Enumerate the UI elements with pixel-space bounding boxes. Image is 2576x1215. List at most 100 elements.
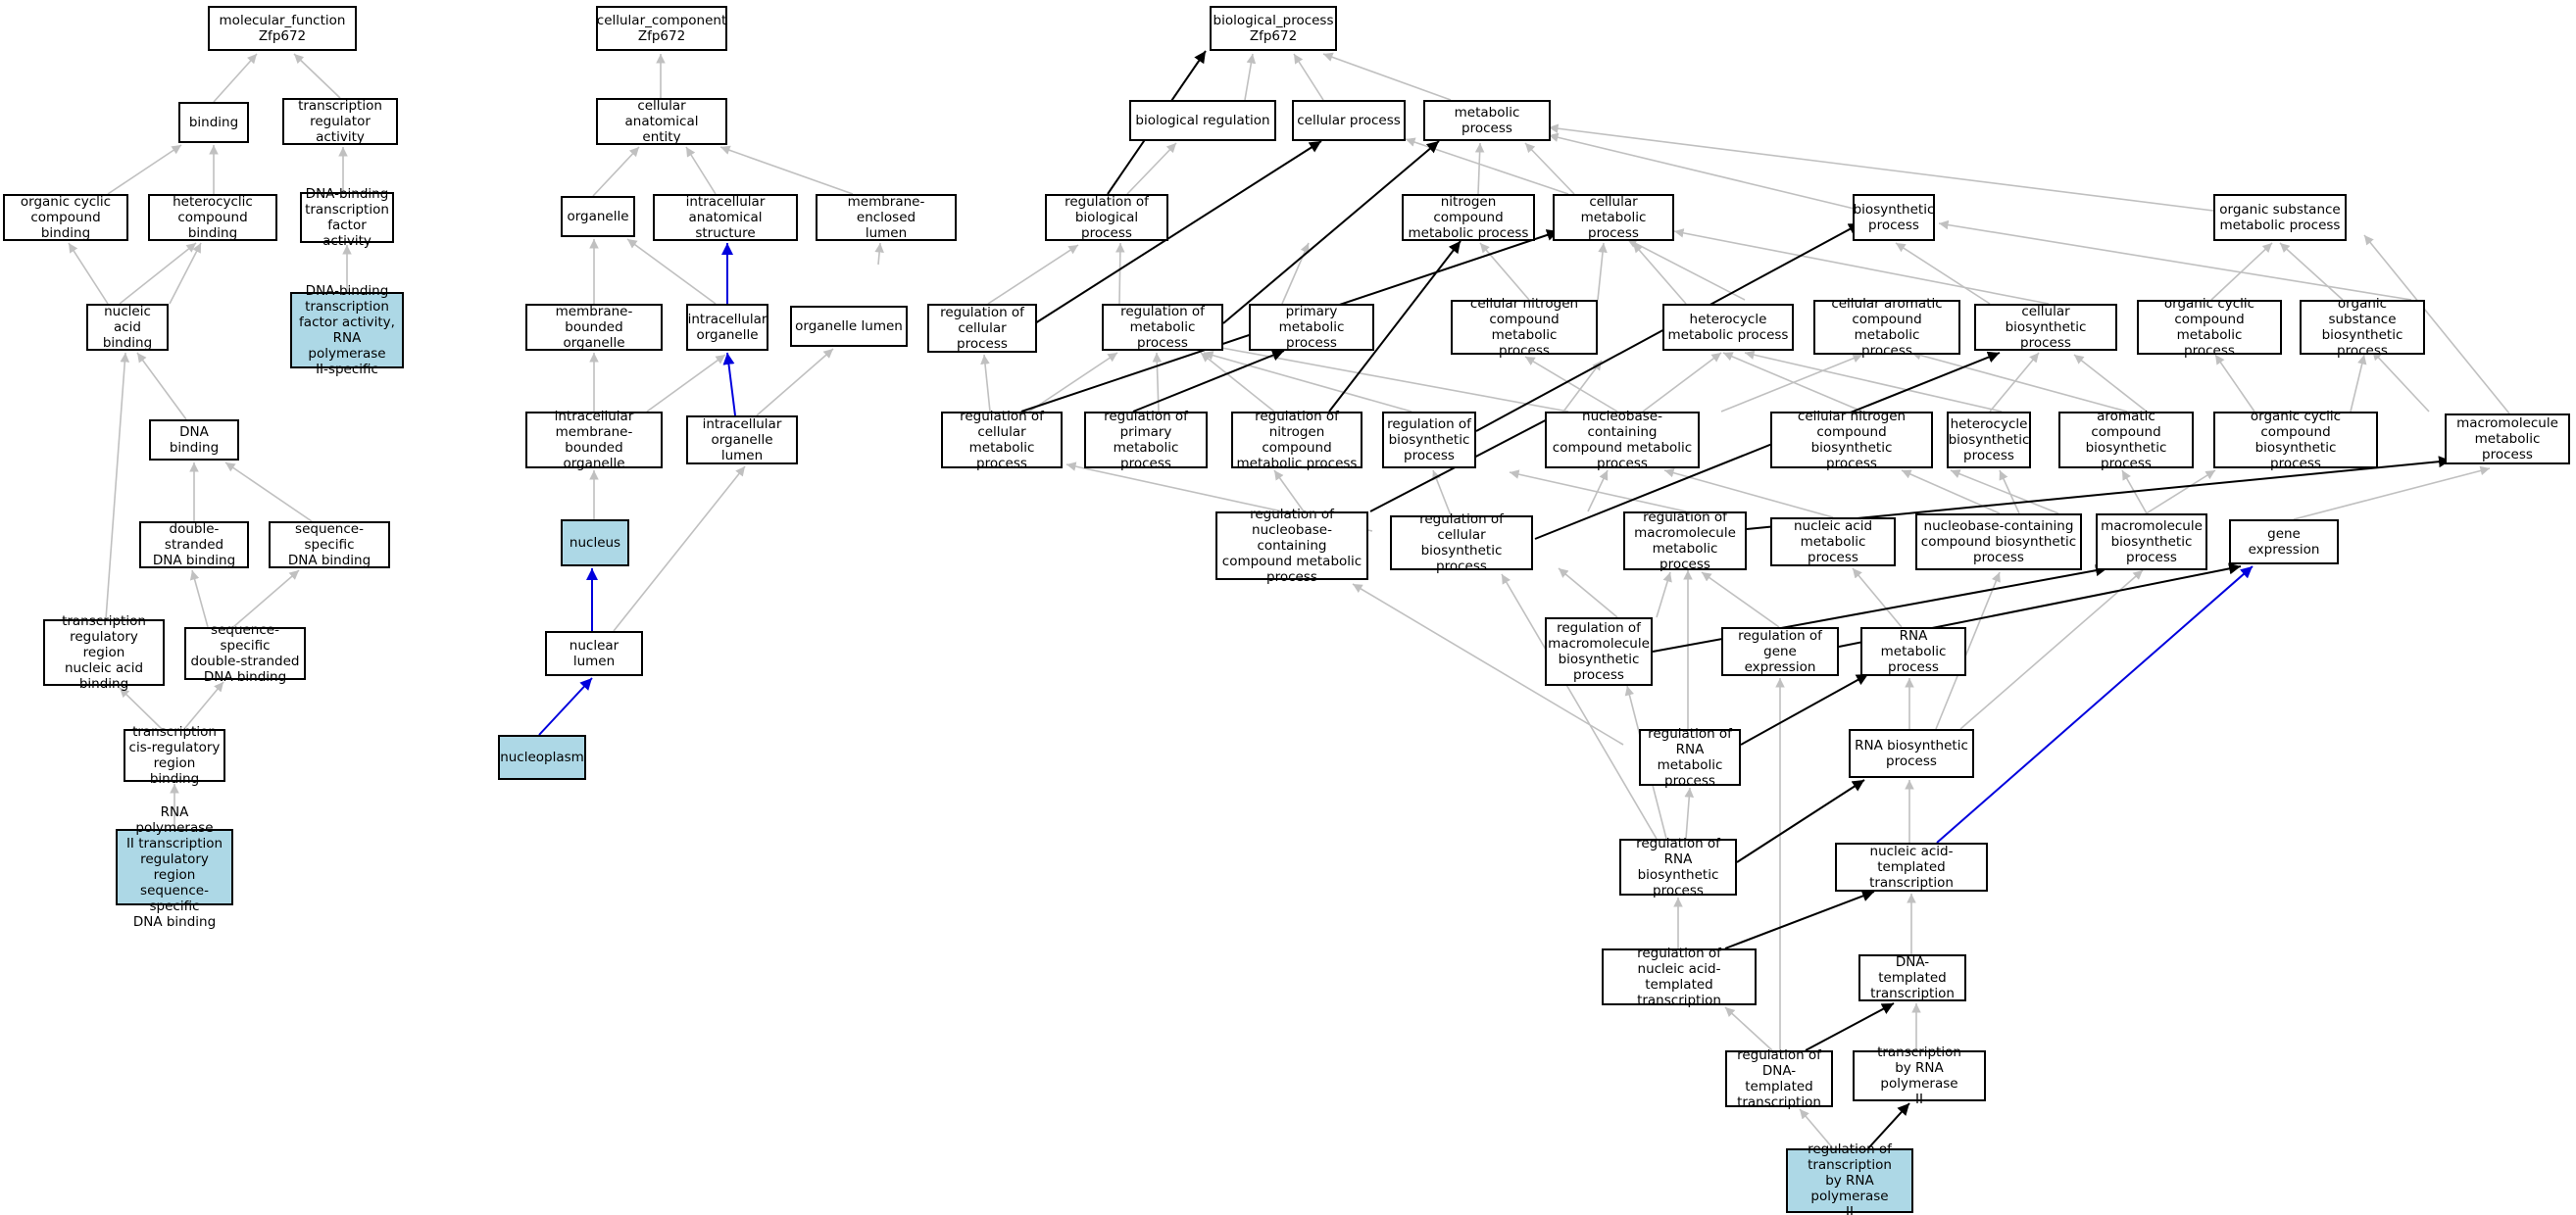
node-cellular-anatomical-entity: cellular anatomical entity [596,98,727,145]
node-biosynthetic-process: biosynthetic process [1853,194,1935,241]
node-regulation-of-primary-metabolic-process: regulation of primary metabolic process [1084,409,1208,471]
node-intracellular-membrane-bounded-organelle: intracellular membrane-bounded organelle [525,409,663,471]
is-a-edge [987,244,1079,305]
node-regulation-of-macromolecule-metabolic-process: regulation of macromolecule metabolic pr… [1623,510,1747,572]
is-a-edge [1720,354,1863,413]
node-cellular-process: cellular process [1292,100,1406,141]
regulates-edge [1724,890,1875,949]
is-a-edge [1548,123,2214,212]
node-transcription-cis-regulatory-region-binding: transcription cis-regulatory region bind… [124,724,225,787]
node-ss-double-stranded-dna-binding: sequence-specific double-stranded DNA bi… [184,622,306,685]
node-transcription-by-rna-polymerase-ii: transcription by RNA polymerase II [1853,1045,1986,1107]
node-transcription-regulator-activity: transcription regulator activity [282,98,398,145]
node-aromatic-compound-biosynthetic-process: aromatic compound biosynthetic process [2058,409,2194,471]
is-a-edge [1852,567,1903,628]
node-regulation-of-cellular-biosynthetic-process: regulation of cellular biosynthetic proc… [1390,511,1533,574]
node-intracellular-organelle: intracellular organelle [686,304,768,351]
regulates-edge [1736,779,1865,863]
node-regulation-of-nucleic-acid-templated-transcription: regulation of nucleic acid-templated tra… [1602,946,1757,1008]
regulates-edge [1867,1102,1910,1149]
regulates-edge [1328,240,1461,413]
node-regulation-of-biological-process: regulation of biological process [1045,194,1168,241]
regulates-edge [1740,673,1869,746]
node-cellular-aromatic-compound-metabolic-process: cellular aromatic compound metabolic pro… [1813,296,1960,359]
highlight-edge [1936,565,2254,844]
node-organic-cyclic-compound-metabolic-process: organic cyclic compound metabolic proces… [2137,296,2282,359]
node-cellular-nitrogen-compound-metabolic-process: cellular nitrogen compound metabolic pro… [1451,296,1598,359]
is-a-edge [169,242,202,305]
is-a-edge [1524,356,1618,413]
is-a-edge [2371,350,2430,413]
is-a-edge [2210,242,2273,301]
is-a-edge [1999,469,2020,514]
node-heterocycle-biosynthetic-process: heterocycle biosynthetic process [1947,412,2031,468]
is-a-edge [1895,242,1991,305]
is-a-edge [2293,465,2491,520]
is-a-edge [1989,352,2040,413]
regulates-edge [1034,140,1322,324]
is-a-edge [1352,583,1624,746]
node-macromolecule-metabolic-process: macromolecule metabolic process [2445,413,2570,464]
is-a-edge [1950,469,2059,514]
is-a-edge [1244,53,1257,101]
is-a-edge [1684,787,1695,840]
is-a-edge [1200,352,1275,413]
is-a-edge [1722,352,1863,413]
is-a-edge [119,687,163,730]
is-a-edge [119,242,197,305]
is-a-edge [1281,242,1310,305]
node-dna-templated-transcription: DNA-templated transcription [1858,954,1966,1001]
node-heterocycle-metabolic-process: heterocycle metabolic process [1662,304,1794,351]
node-cellular-component-root: cellular_component Zfp672 [596,6,727,51]
is-a-edge [1028,352,1118,413]
node-binding: binding [178,102,249,143]
node-double-stranded-dna-binding: double-stranded DNA binding [139,521,249,568]
is-a-edge [1203,350,1412,413]
is-a-edge [2073,354,2148,413]
is-a-edge [1126,142,1177,195]
node-rna-metabolic-process: RNA metabolic process [1860,627,1966,676]
node-cellular-nitrogen-compound-biosynthetic-process: cellular nitrogen compound biosynthetic … [1770,409,1933,471]
regulates-edge [1222,140,1440,324]
is-a-edge [1901,469,2001,514]
node-regulation-of-metabolic-process: regulation of metabolic process [1102,304,1223,351]
is-a-edge [1724,1006,1773,1051]
is-a-edge [1524,142,1575,195]
node-membrane-enclosed-lumen: membrane-enclosed lumen [816,194,957,241]
is-a-edge [719,145,854,195]
is-a-edge [183,681,224,730]
is-a-edge [107,144,182,195]
is-a-edge [213,53,258,103]
node-nucleoplasm: nucleoplasm [498,735,586,780]
is-a-edge [874,242,884,266]
node-rnap-ii-regulatory-region-ss-dna-binding: RNA polymerase II transcription regulato… [116,804,233,930]
is-a-edge [136,352,187,420]
is-a-edge [1322,52,1452,101]
node-regulation-of-nucleobase-containing-compound-metabolic-process: regulation of nucleobase-containing comp… [1215,507,1368,585]
is-a-edge [613,465,746,632]
node-nucleus: nucleus [561,519,629,566]
node-macromolecule-biosynthetic-process: macromolecule biosynthetic process [2096,513,2207,570]
node-organic-cyclic-compound-biosynthetic-process: organic cyclic compound biosynthetic pro… [2213,409,2378,471]
is-a-edge [1935,571,2001,730]
is-a-edge [1959,569,2144,730]
is-a-edge [1673,228,2050,305]
is-a-edge [980,354,991,413]
node-regulation-of-nitrogen-compound-metabolic-process: regulation of nitrogen compound metaboli… [1231,409,1362,471]
node-regulation-of-cellular-metabolic-process: regulation of cellular metabolic process [941,409,1063,471]
regulates-edge [1805,1002,1895,1051]
node-nuclear-lumen: nuclear lumen [545,631,643,676]
node-rna-biosynthetic-process: RNA biosynthetic process [1849,729,1974,778]
is-a-edge [1632,242,1687,305]
is-a-edge [1642,352,1722,413]
node-molecular-function-root: molecular_function Zfp672 [208,6,357,51]
node-transcription-regulatory-region-nab: transcription regulatory region nucleic … [43,613,165,692]
is-a-edge [592,146,640,197]
is-a-edge [1587,469,1609,512]
is-a-edge [1293,53,1324,101]
is-a-edge [1115,242,1125,305]
is-a-edge [1744,350,2003,413]
is-a-edge [646,354,726,413]
node-dna-binding: DNA binding [149,419,239,461]
is-a-edge [189,569,209,628]
